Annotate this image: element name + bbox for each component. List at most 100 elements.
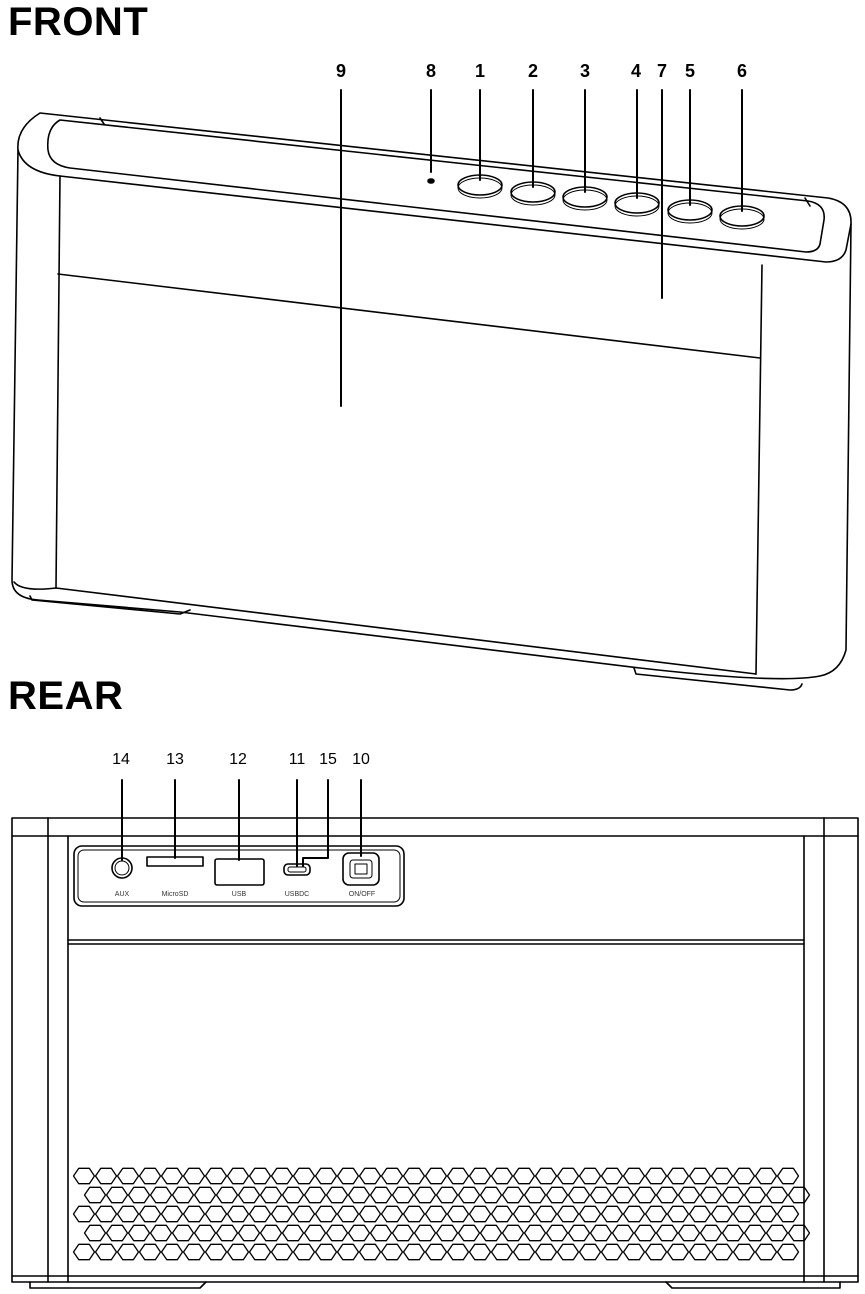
grille-hole: [490, 1167, 514, 1185]
rear-foot-left: [29, 1281, 207, 1289]
grille-hole: [523, 1224, 547, 1242]
grille-hole: [776, 1243, 800, 1261]
grille-hole: [171, 1186, 195, 1204]
grille-hole: [490, 1205, 514, 1223]
front-top-rim: [17, 112, 852, 263]
grille-hole: [644, 1205, 668, 1223]
grille-hole: [413, 1224, 437, 1242]
grille-hole: [611, 1186, 635, 1204]
grille-hole: [754, 1243, 778, 1261]
grille-hole: [105, 1224, 129, 1242]
grille-hole: [534, 1205, 558, 1223]
grille-hole: [325, 1224, 349, 1242]
grille-hole: [72, 1205, 96, 1223]
grille-hole: [281, 1186, 305, 1204]
grille-hole: [501, 1224, 525, 1242]
grille-hole: [589, 1186, 613, 1204]
front-callout-5: 5: [685, 61, 695, 81]
grille-hole: [534, 1243, 558, 1261]
grille-hole: [292, 1205, 316, 1223]
front-callout-1: 1: [475, 61, 485, 81]
grille-hole: [204, 1243, 228, 1261]
grille-hole: [600, 1205, 624, 1223]
grille-hole: [457, 1224, 481, 1242]
grille-hole: [633, 1224, 657, 1242]
grille-hole: [556, 1243, 580, 1261]
front-callout-3: 3: [580, 61, 590, 81]
microsd-label: MicroSD: [162, 891, 189, 898]
grille-hole: [545, 1186, 569, 1204]
grille-hole: [666, 1243, 690, 1261]
grille-hole: [160, 1243, 184, 1261]
grille-hole: [666, 1205, 690, 1223]
grille-hole: [468, 1167, 492, 1185]
grille-hole: [567, 1224, 591, 1242]
grille-hole: [479, 1224, 503, 1242]
grille-hole: [402, 1205, 426, 1223]
grille-hole: [468, 1243, 492, 1261]
rear-outer-frame: [11, 817, 859, 1283]
grille-hole: [358, 1167, 382, 1185]
grille-hole: [424, 1243, 448, 1261]
grille-hole: [105, 1186, 129, 1204]
front-callout-9: 9: [336, 61, 346, 81]
grille-hole: [578, 1205, 602, 1223]
front-panel-divider: [57, 273, 761, 359]
grille-hole: [83, 1186, 107, 1204]
grille-hole: [314, 1243, 338, 1261]
front-callout-7: 7: [657, 61, 667, 81]
grille-hole: [611, 1224, 635, 1242]
rear-callout-15: 15: [319, 751, 337, 768]
grille-hole: [710, 1167, 734, 1185]
grille-hole: [248, 1205, 272, 1223]
grille-hole: [83, 1224, 107, 1242]
grille-hole: [435, 1186, 459, 1204]
rear-leader-lines: [121, 779, 362, 867]
grille-hole: [501, 1186, 525, 1204]
grille-hole: [578, 1243, 602, 1261]
grille-hole: [479, 1186, 503, 1204]
grille-hole: [270, 1167, 294, 1185]
grille-hole: [336, 1205, 360, 1223]
grille-hole: [215, 1224, 239, 1242]
power-switch[interactable]: [342, 852, 380, 886]
grille-hole: [248, 1243, 272, 1261]
front-callout-6: 6: [737, 61, 747, 81]
grille-hole: [314, 1205, 338, 1223]
grille-hole: [182, 1167, 206, 1185]
usb-port[interactable]: [214, 858, 265, 886]
grille-hole: [721, 1224, 745, 1242]
rear-heading: REAR: [8, 674, 124, 718]
front-callout-2: 2: [528, 61, 538, 81]
grille-hole: [182, 1205, 206, 1223]
grille-hole: [237, 1186, 261, 1204]
grille-hole: [523, 1186, 547, 1204]
grille-hole: [303, 1224, 327, 1242]
grille-hole: [534, 1167, 558, 1185]
grille-hole: [369, 1186, 393, 1204]
grille-hole: [567, 1186, 591, 1204]
grille-hole: [754, 1205, 778, 1223]
grille-hole: [226, 1167, 250, 1185]
grille-hole: [380, 1205, 404, 1223]
grille-hole: [160, 1205, 184, 1223]
grille-hole: [732, 1205, 756, 1223]
grille-hole: [325, 1186, 349, 1204]
grille-hole: [457, 1186, 481, 1204]
grille-hole: [72, 1167, 96, 1185]
grille-hole: [193, 1186, 217, 1204]
grille-hole: [204, 1167, 228, 1185]
front-callout-8: 8: [426, 61, 436, 81]
grille-hole: [512, 1243, 536, 1261]
grille-hole: [204, 1205, 228, 1223]
grille-hole: [688, 1243, 712, 1261]
grille-hole: [688, 1167, 712, 1185]
grille-hole: [72, 1243, 96, 1261]
rear-callout-12: 12: [229, 751, 247, 768]
grille-hole: [446, 1205, 470, 1223]
grille-hole: [160, 1167, 184, 1185]
grille-hole: [336, 1167, 360, 1185]
rear-callout-11: 11: [289, 751, 306, 768]
grille-hole: [622, 1243, 646, 1261]
grille-hole: [215, 1186, 239, 1204]
